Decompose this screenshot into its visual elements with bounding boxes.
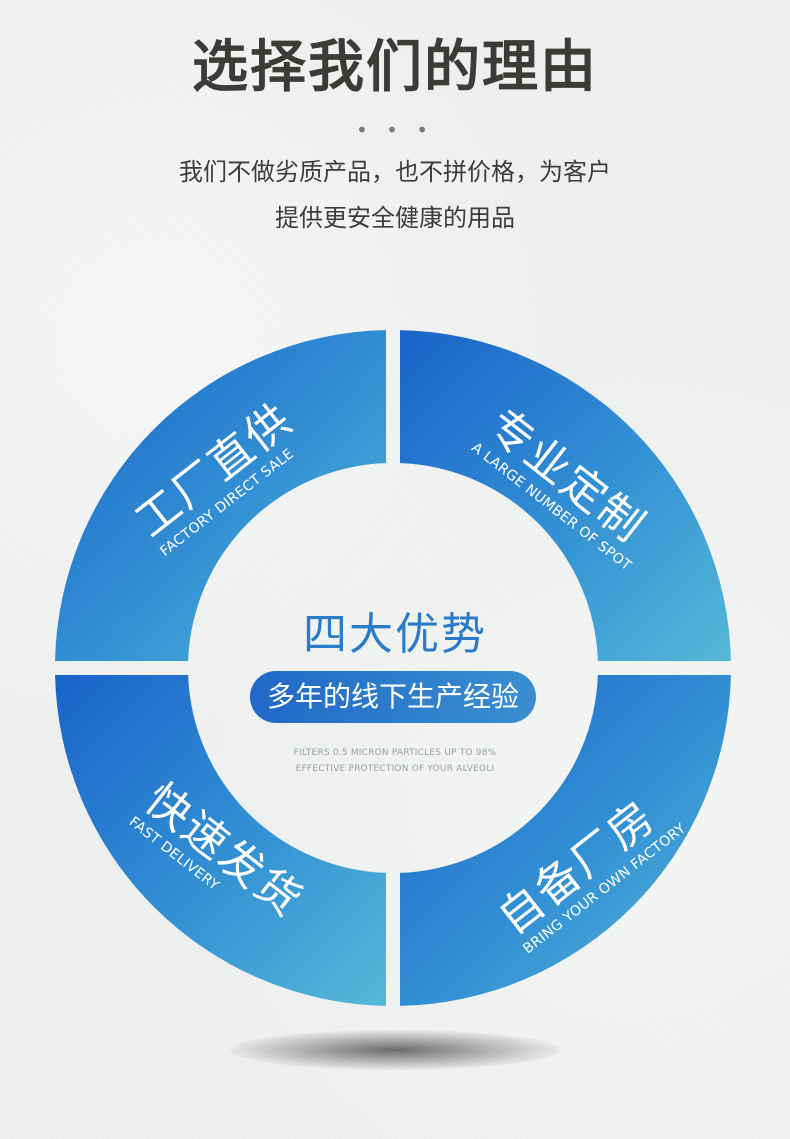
quadrant-factory-direct [55, 330, 386, 661]
subtitle-line-1: 我们不做劣质产品，也不拼价格，为客户 [179, 158, 611, 186]
center-en-line-2: EFFECTIVE PROTECTION OF YOUR ALVEOLI [295, 764, 495, 774]
center-en-line-1: FILTERS 0.5 MICRON PARTICLES UP TO 98% [293, 748, 497, 758]
quadrant-fast-delivery [55, 675, 386, 1006]
center-title: 四大优势 [303, 609, 487, 660]
page-title: 选择我们的理由 [192, 35, 598, 100]
center-pill: 多年的线下生产经验 [250, 671, 536, 723]
title-dots-divider: • • • [355, 118, 435, 142]
quadrant-own-factory [400, 675, 731, 1006]
ring-shadow [230, 1030, 560, 1070]
quadrant-professional-custom [400, 330, 731, 661]
subtitle-line-2: 提供更安全健康的用品 [275, 204, 515, 232]
